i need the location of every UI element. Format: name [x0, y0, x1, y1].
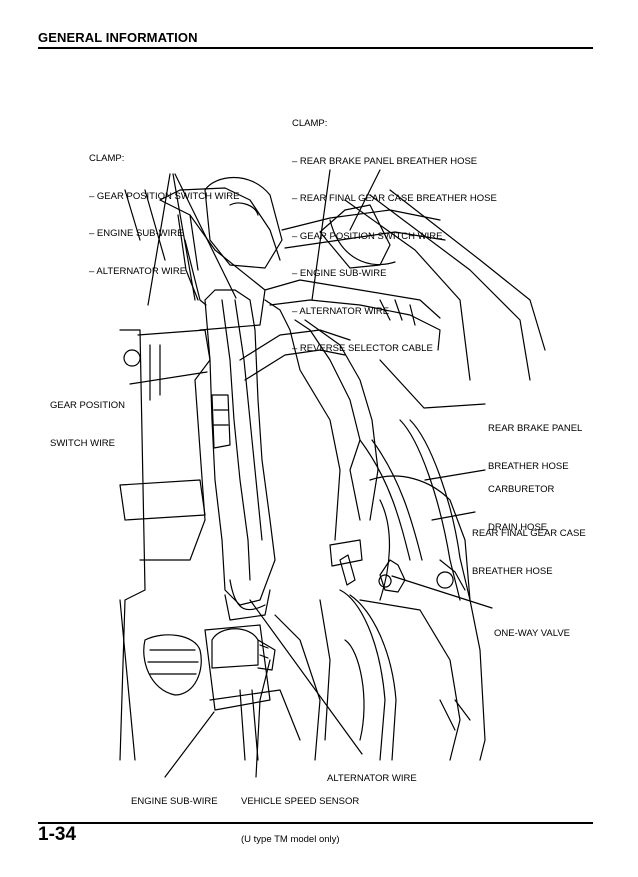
callout-line: REAR FINAL GEAR CASE	[472, 528, 586, 539]
callout-line: – ENGINE SUB-WIRE	[89, 228, 184, 239]
callout-line: DRAIN HOSE	[488, 521, 548, 533]
header-rule	[38, 47, 593, 49]
callout-line: – REAR BRAKE PANEL BREATHER HOSE	[292, 155, 478, 167]
callout-line: – REVERSE SELECTOR CABLE	[292, 343, 433, 354]
callout-line: – ENGINE SUB-WIRE	[292, 268, 387, 279]
callout-line: ALTERNATOR WIRE	[327, 773, 417, 784]
callout-line: – ALTERNATOR WIRE	[89, 265, 187, 277]
callout-line: – REAR FINAL GEAR CASE BREATHER HOSE	[292, 193, 497, 204]
callout-line: CARBURETOR	[488, 484, 555, 495]
page-header-title: GENERAL INFORMATION	[38, 30, 198, 45]
vehicle-speed-sensor-callout: VEHICLE SPEED SENSOR (U type TM model on…	[241, 771, 359, 859]
clamp-right-callout: CLAMP: – REAR BRAKE PANEL BREATHER HOSE …	[292, 93, 497, 368]
callout-line: BREATHER HOSE	[488, 460, 569, 472]
callout-line: – GEAR POSITION SWITCH WIRE	[89, 190, 240, 202]
leader-lines	[129, 169, 493, 778]
rear-brake-panel-breather-hose-callout: REAR BRAKE PANEL BREATHER HOSE	[488, 398, 582, 486]
gear-position-switch-wire-callout: GEAR POSITION SWITCH WIRE	[50, 375, 125, 463]
illustration-frame	[119, 176, 546, 761]
callout-line: BREATHER HOSE	[472, 565, 553, 577]
clamp-left-callout: CLAMP: – GEAR POSITION SWITCH WIRE – ENG…	[89, 128, 239, 291]
footer-rule	[38, 822, 593, 824]
carburetor-drain-hose-callout: CARBURETOR DRAIN HOSE	[488, 459, 554, 547]
rear-final-gear-case-breather-hose-callout: REAR FINAL GEAR CASE BREATHER HOSE	[472, 503, 586, 591]
callout-line: CLAMP:	[89, 153, 125, 164]
callout-line: SWITCH WIRE	[50, 437, 115, 449]
one-way-valve-callout: ONE-WAY VALVE	[494, 603, 570, 653]
callout-line: GEAR POSITION	[50, 400, 125, 411]
callout-line: ONE-WAY VALVE	[494, 628, 571, 639]
callout-line: (U type TM model only)	[241, 833, 340, 845]
callout-line: REAR BRAKE PANEL	[488, 423, 583, 434]
callout-line: – ALTERNATOR WIRE	[292, 305, 390, 317]
callout-line: CLAMP:	[292, 118, 328, 129]
callout-line: ENGINE SUB-WIRE	[131, 796, 218, 807]
page-number: 1-34	[38, 824, 77, 845]
alternator-wire-callout: ALTERNATOR WIRE	[327, 748, 417, 798]
callout-line: – GEAR POSITION SWITCH WIRE	[292, 230, 443, 242]
engine-sub-wire-callout: ENGINE SUB-WIRE	[131, 771, 218, 821]
callout-line: VEHICLE SPEED SENSOR	[241, 796, 360, 807]
